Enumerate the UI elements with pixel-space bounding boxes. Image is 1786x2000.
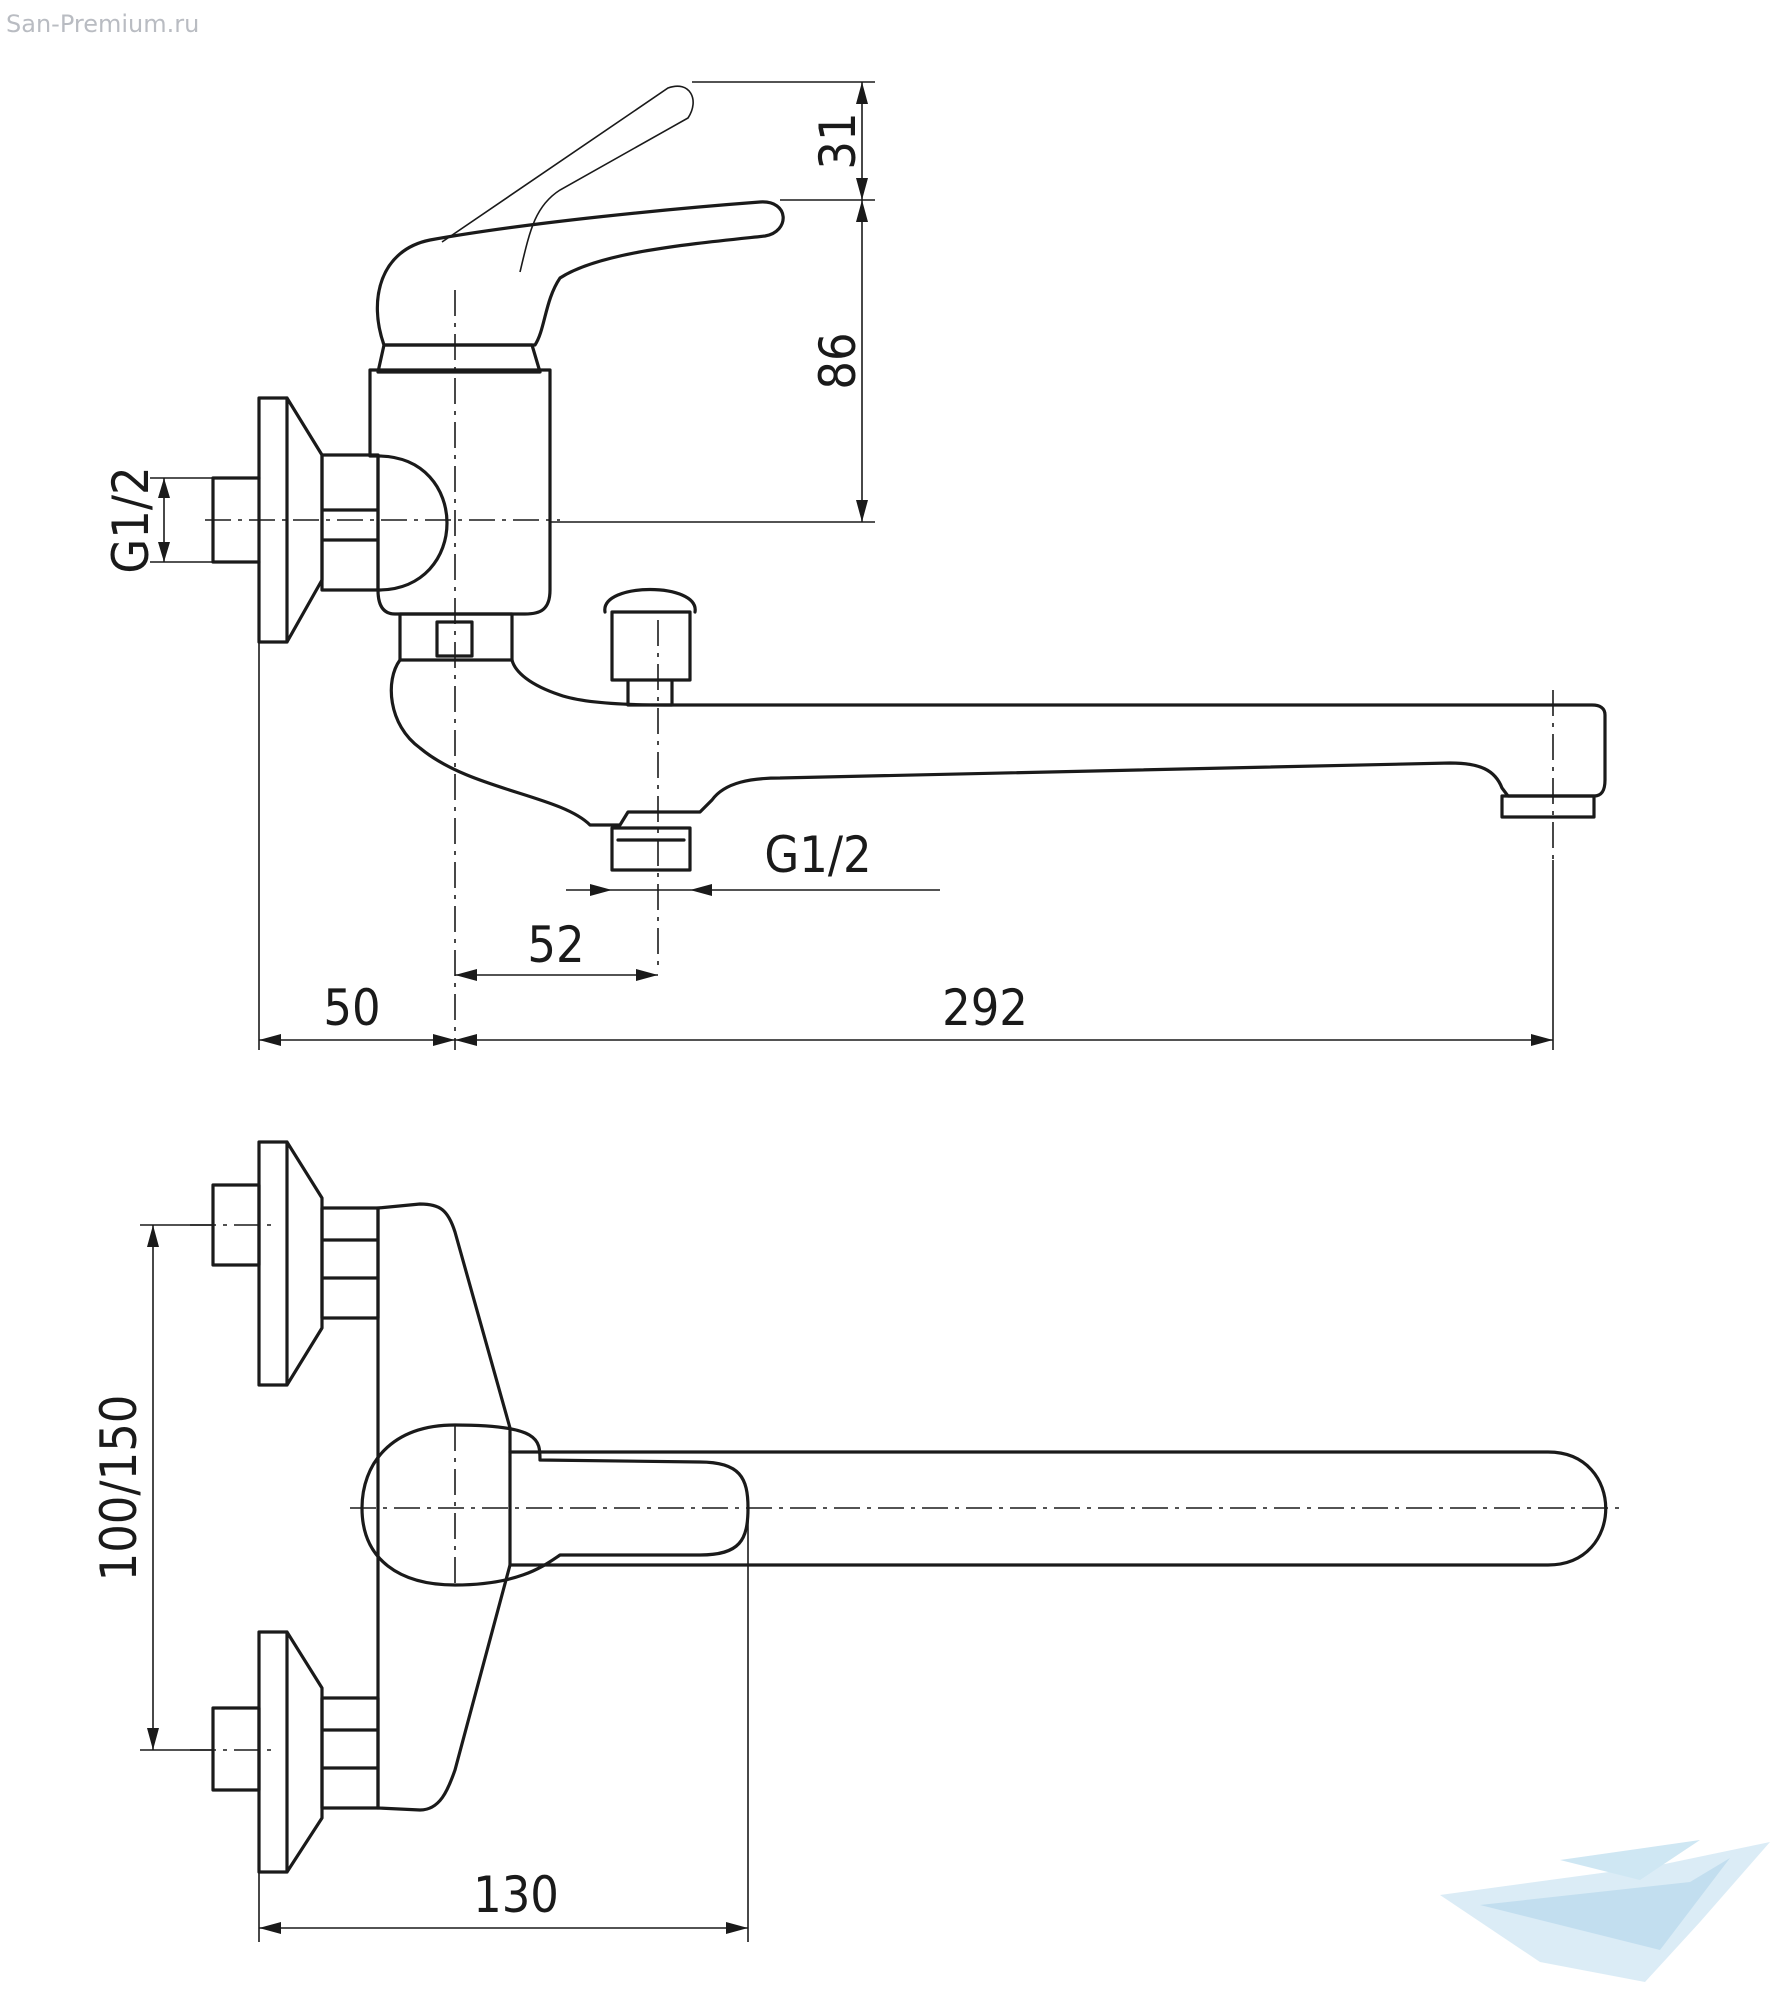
upper-wall-flange bbox=[257, 1140, 324, 1387]
lower-inlet-stub bbox=[211, 1706, 261, 1792]
spout-aerator bbox=[1500, 794, 1596, 819]
dim-outlet-thread: G1/2 bbox=[764, 826, 871, 884]
front-view-dimensions: 100/150 130 bbox=[90, 1224, 749, 1942]
dim-inlet-spacing: 100/150 bbox=[90, 1395, 148, 1582]
front-lever bbox=[360, 1423, 750, 1587]
dim-inlet-thread: G1/2 bbox=[102, 466, 160, 573]
diverter-knob bbox=[603, 588, 697, 707]
upper-hex-nut bbox=[320, 1206, 380, 1320]
dim-lever-travel: 31 bbox=[809, 112, 867, 169]
lower-wall-flange bbox=[257, 1630, 324, 1874]
side-view-dimensions: 31 86 G1/2 G1/2 52 50 292 bbox=[102, 81, 1554, 1050]
diverter-block bbox=[398, 612, 514, 662]
watermark-text: San-Premium.ru bbox=[6, 10, 199, 38]
dim-outlet-offset: 52 bbox=[527, 916, 584, 974]
upper-inlet-stub bbox=[211, 1183, 261, 1267]
dim-height: 86 bbox=[809, 332, 867, 389]
dim-spout-reach: 292 bbox=[942, 979, 1028, 1037]
dim-wall-to-axis: 50 bbox=[323, 979, 380, 1037]
outlet-connector bbox=[610, 826, 692, 872]
mixer-body bbox=[368, 368, 552, 616]
watermark-logo-icon bbox=[1440, 1840, 1770, 1982]
lever bbox=[375, 200, 785, 347]
front-mixer-body bbox=[376, 1202, 512, 1812]
hex-nut bbox=[320, 453, 380, 592]
dim-depth: 130 bbox=[473, 1866, 559, 1924]
eccentric-cap bbox=[376, 454, 449, 592]
lower-hex-nut bbox=[320, 1696, 380, 1810]
spout bbox=[389, 658, 1607, 827]
side-view bbox=[205, 85, 1607, 1050]
cartridge-collar bbox=[376, 343, 542, 374]
front-view bbox=[190, 1140, 1625, 1874]
lever-raised-outline bbox=[441, 85, 694, 273]
